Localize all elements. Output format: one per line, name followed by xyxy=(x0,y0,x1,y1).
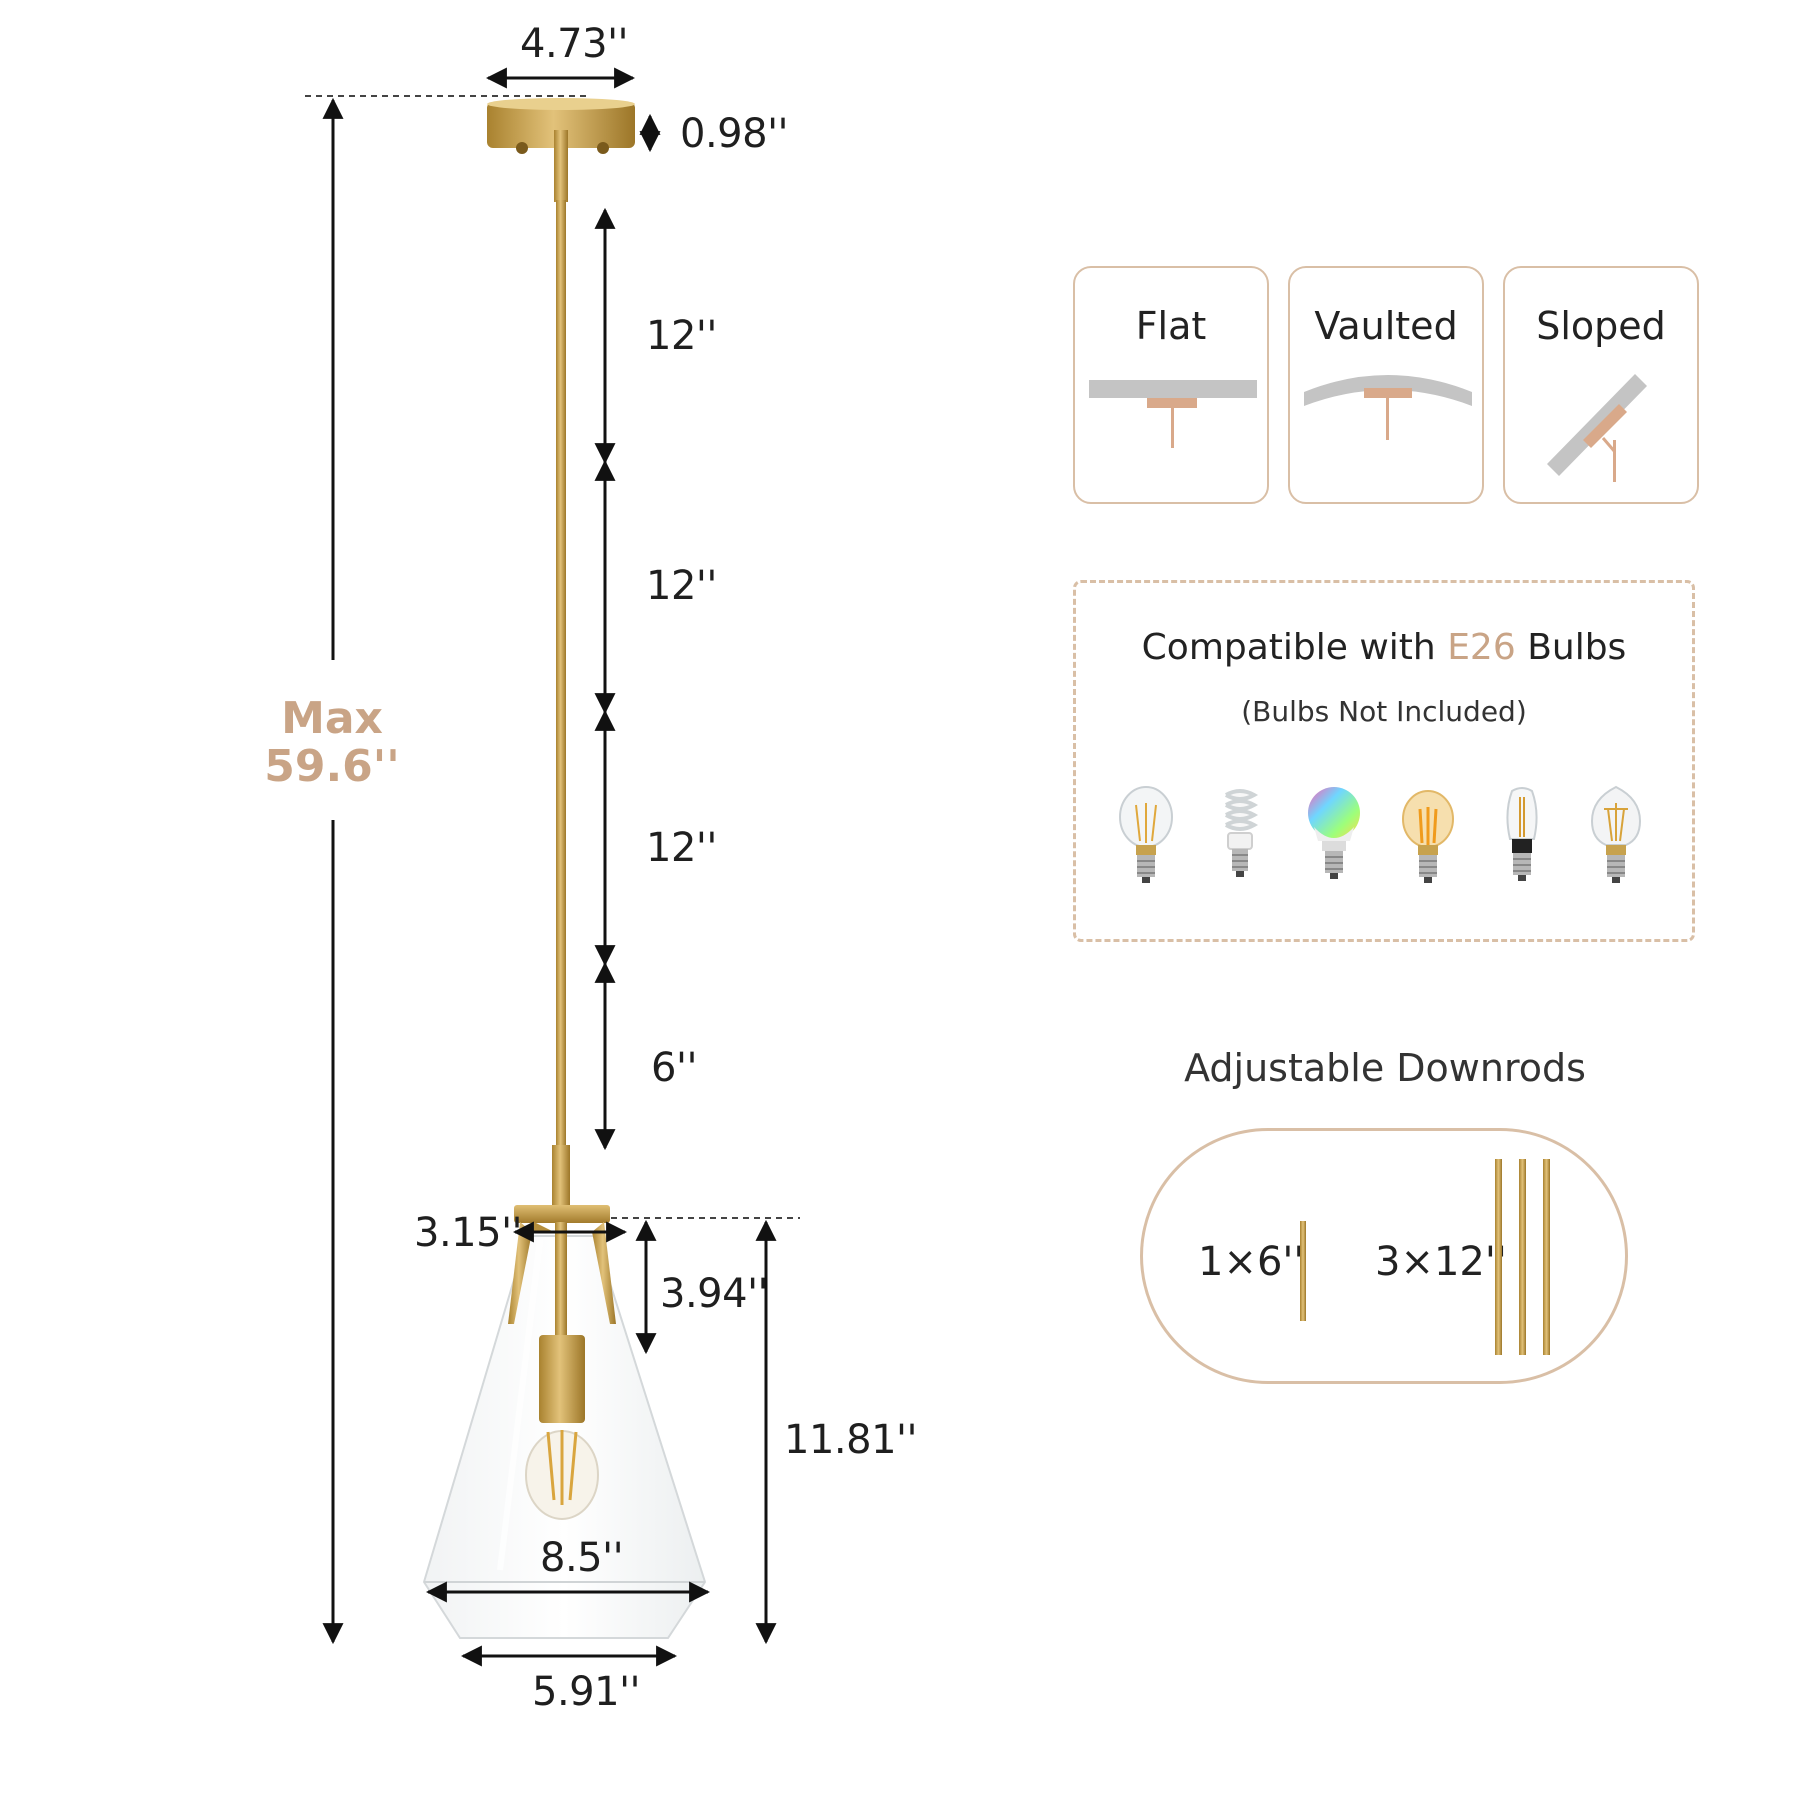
long-rod-label: 3×12'' xyxy=(1375,1239,1507,1285)
shade-top-width-label: 3.15'' xyxy=(414,1210,523,1256)
short-rod-icon xyxy=(1300,1221,1306,1321)
rod-segment-1-label: 12'' xyxy=(646,313,717,359)
bulb-base-type: E26 xyxy=(1447,627,1516,668)
vaulted-ceiling-icon xyxy=(1304,375,1472,440)
rgb-smart-bulb-icon xyxy=(1308,787,1360,879)
long-rods-icon xyxy=(1495,1159,1550,1355)
bulb-compatibility-title: Compatible with E26 Bulbs xyxy=(1076,627,1692,668)
socket-holder xyxy=(508,1205,616,1520)
ceiling-type-vaulted: Vaulted xyxy=(1288,266,1484,504)
shade-bottom-width-label: 5.91'' xyxy=(532,1669,641,1715)
st-vintage-bulb-icon xyxy=(1590,785,1642,883)
bulb-title-prefix: Compatible with xyxy=(1141,627,1448,668)
rod-segment-2-label: 12'' xyxy=(646,563,717,609)
downrod xyxy=(552,200,570,1215)
bulb-not-included-note: (Bulbs Not Included) xyxy=(1241,695,1527,728)
cfl-spiral-bulb-icon xyxy=(1225,789,1259,877)
shade-height-label: 11.81'' xyxy=(784,1417,918,1463)
rod-segment-3-label: 12'' xyxy=(646,825,717,871)
flat-ceiling-icon xyxy=(1089,380,1257,448)
ceiling-type-sloped: Sloped xyxy=(1503,266,1699,504)
s14-edison-bulb-icon xyxy=(1506,787,1538,881)
ceiling-type-flat: Flat xyxy=(1073,266,1269,504)
shade-width-label: 8.5'' xyxy=(540,1535,624,1581)
canopy-width-label: 4.73'' xyxy=(520,21,629,67)
ceiling-type-label: Vaulted xyxy=(1314,304,1458,348)
rod-segment-4-label: 6'' xyxy=(651,1045,697,1091)
downrods-title: Adjustable Downrods xyxy=(1184,1046,1586,1090)
ceiling-type-label: Flat xyxy=(1135,304,1207,348)
ceiling-canopy xyxy=(487,98,635,202)
sloped-ceiling-icon xyxy=(1547,374,1647,482)
filament-a19-bulb-icon xyxy=(1119,786,1173,883)
downrods-panel: 1×6'' 3×12'' xyxy=(1140,1128,1628,1384)
max-height-label: Max 59.6'' xyxy=(262,695,402,791)
max-height-value: 59.6'' xyxy=(264,741,400,792)
max-height-title: Max xyxy=(281,693,383,744)
amber-filament-bulb-icon xyxy=(1402,790,1454,883)
canopy-height-label: 0.98'' xyxy=(680,111,789,157)
bulb-compatibility-panel: Compatible with E26 Bulbs (Bulbs Not Inc… xyxy=(1073,580,1695,942)
holder-height-label: 3.94'' xyxy=(660,1271,769,1317)
short-rod-label: 1×6'' xyxy=(1198,1239,1305,1285)
bulb-title-suffix: Bulbs xyxy=(1515,627,1627,668)
bulb-types-row xyxy=(1076,783,1692,893)
ceiling-type-label: Sloped xyxy=(1536,304,1666,348)
